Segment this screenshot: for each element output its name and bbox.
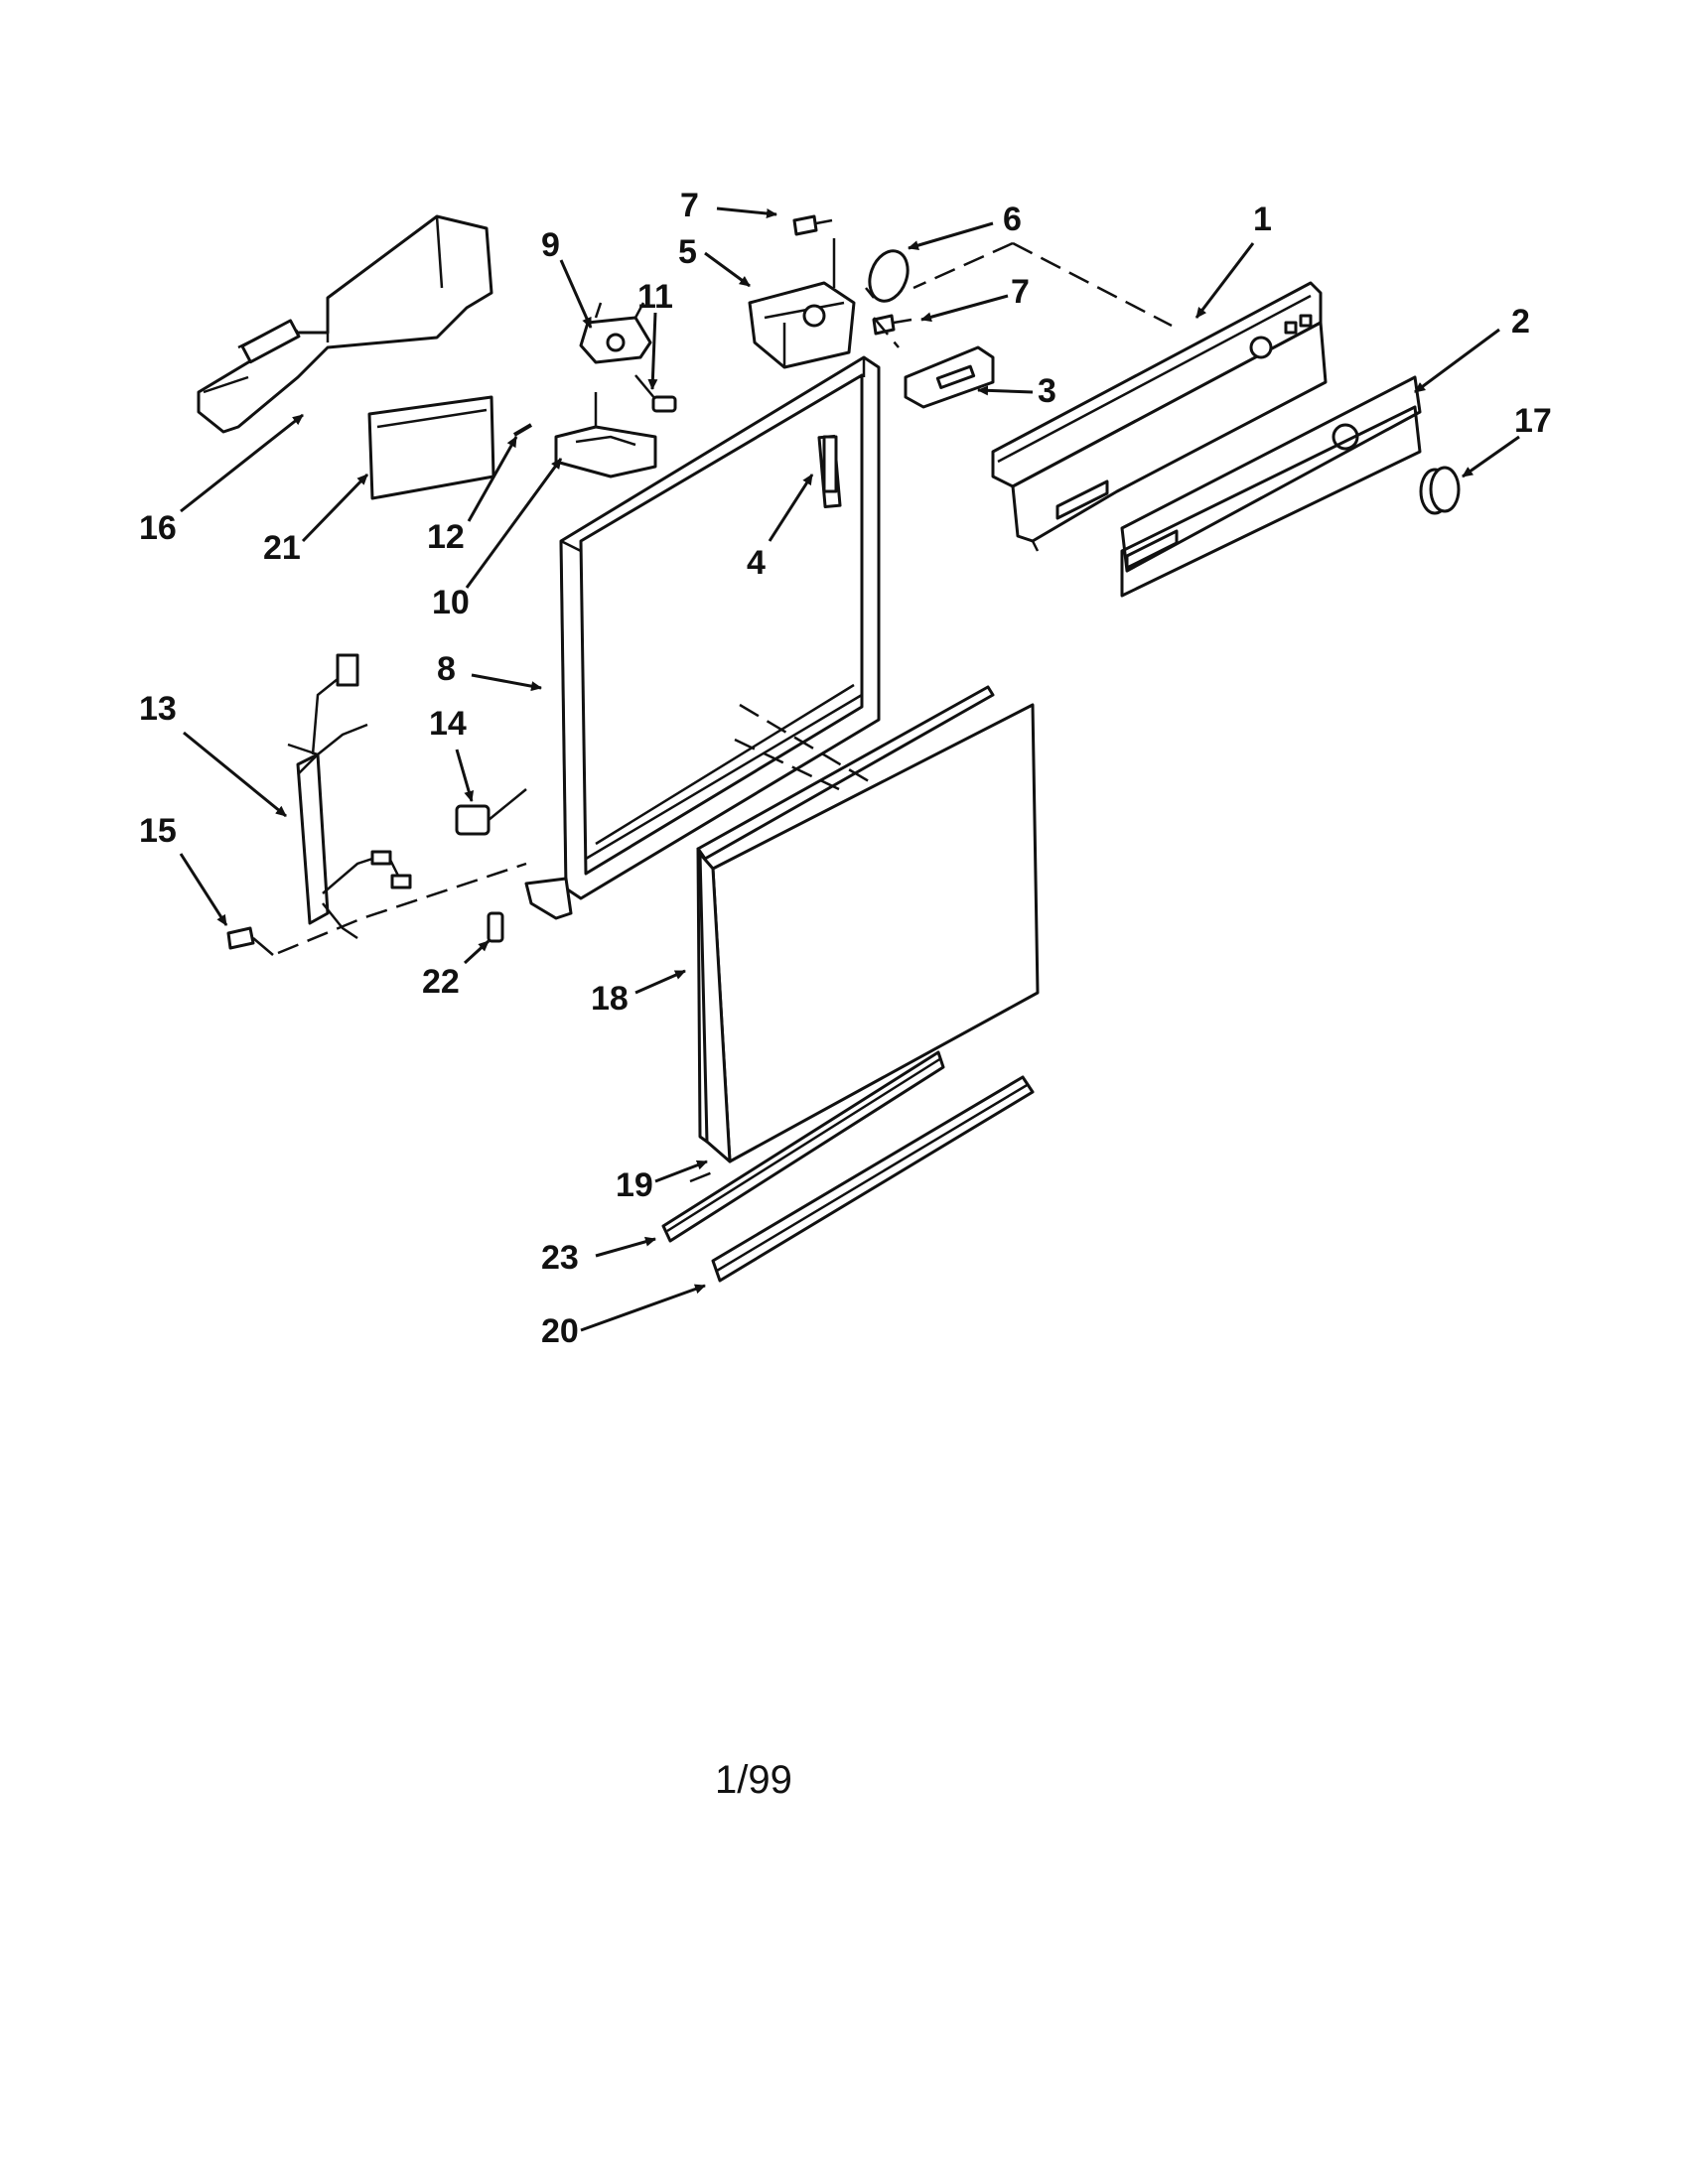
part-20-bottom-trim — [711, 1075, 1035, 1283]
part-14-harness-connector — [455, 788, 527, 836]
part-19-door-insert — [698, 703, 1040, 1163]
part-21-side-insulation — [367, 395, 495, 500]
callout-10: 10 — [432, 584, 470, 621]
callout-4: 4 — [747, 544, 766, 582]
part-1-control-panel — [991, 281, 1328, 552]
callout-3: 3 — [1038, 372, 1056, 410]
assembly-lines — [277, 241, 1173, 1183]
callout-22: 22 — [422, 963, 460, 1001]
callout-11: 11 — [637, 278, 673, 316]
part-16-insulation-cover — [197, 214, 493, 434]
callout-19: 19 — [616, 1166, 653, 1204]
part-4-strike — [822, 435, 838, 493]
callout-5: 5 — [678, 233, 697, 271]
callout-7-top: 7 — [680, 187, 699, 224]
callout-9: 9 — [541, 226, 560, 264]
part-15-ground-screw — [226, 926, 274, 956]
callout-7-mid: 7 — [1011, 273, 1030, 311]
part-13-wiring-harness — [287, 653, 412, 940]
callout-14: 14 — [429, 705, 467, 743]
callout-13: 13 — [139, 690, 177, 728]
leader-arrows — [179, 206, 1520, 1332]
part-10-dispenser-bracket — [554, 392, 657, 478]
part-12-spacer — [512, 423, 533, 437]
callout-16: 16 — [139, 509, 177, 547]
part-11-wire-clip — [634, 374, 677, 413]
callout-21: 21 — [263, 529, 301, 567]
callout-15: 15 — [139, 812, 177, 850]
part-2-console-panel — [1120, 375, 1422, 598]
callout-labels: 1 2 3 4 5 6 7 7 8 9 10 11 12 13 14 15 16… — [139, 187, 1552, 1350]
callout-1: 1 — [1253, 201, 1272, 238]
part-7-screw-top — [792, 214, 833, 236]
part-23-bottom-trim-retainer — [661, 1050, 945, 1243]
callout-2: 2 — [1511, 303, 1530, 341]
callout-6: 6 — [1003, 201, 1022, 238]
part-17-control-knob — [1419, 466, 1461, 515]
callout-12: 12 — [427, 518, 465, 556]
callout-23: 23 — [541, 1239, 579, 1277]
part-9-detergent-dispenser — [579, 302, 652, 364]
part-6-knob-latch — [865, 249, 910, 303]
part-3-door-latch — [904, 345, 995, 409]
part-5-door-switch-assembly — [748, 238, 856, 369]
page-footer: 1/99 — [715, 1758, 792, 1802]
part-7-screw-mid — [872, 314, 912, 336]
part-22-hinge-clip — [487, 911, 504, 943]
callout-8: 8 — [437, 650, 456, 688]
callout-20: 20 — [541, 1312, 579, 1350]
callout-17: 17 — [1514, 402, 1552, 440]
callout-18: 18 — [591, 980, 629, 1018]
